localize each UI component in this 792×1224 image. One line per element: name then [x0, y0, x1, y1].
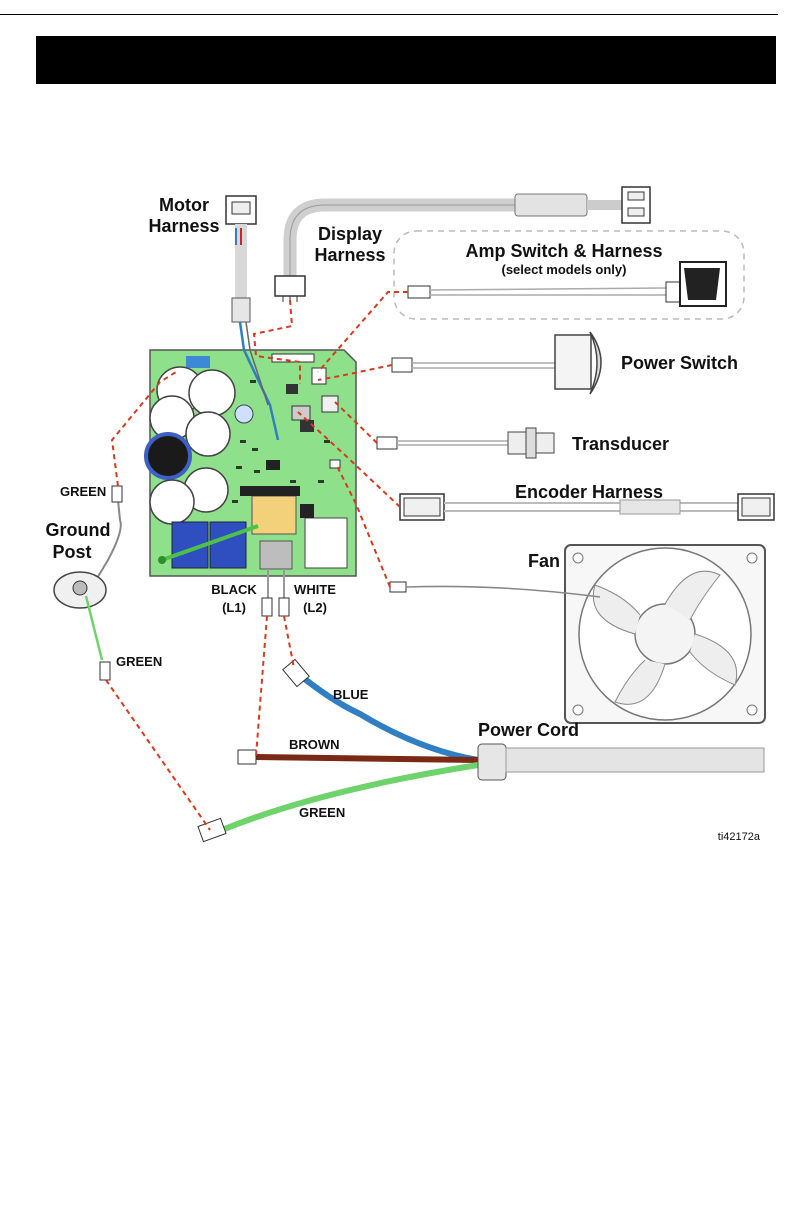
motor-harness — [226, 196, 256, 322]
white-label: WHITE — [294, 582, 336, 597]
figure-id: ti42172a — [718, 831, 761, 843]
encoder-harness-label: Encoder Harness — [515, 482, 663, 502]
display-harness-label-1: Display — [318, 224, 382, 244]
amp-switch-note: (select models only) — [502, 262, 627, 277]
green-cord-label: GREEN — [299, 805, 345, 820]
ground-post-label-2: Post — [52, 542, 91, 562]
ground-post-label-1: Ground — [46, 520, 111, 540]
blue-label: BLUE — [333, 687, 369, 702]
green-ground-top-label: GREEN — [60, 484, 106, 499]
transducer — [377, 428, 554, 458]
power-switch — [392, 332, 601, 394]
black-label: BLACK — [211, 582, 257, 597]
motor-harness-label-1: Motor — [159, 195, 209, 215]
amp-switch-label: Amp Switch & Harness — [465, 241, 662, 261]
fan — [390, 545, 765, 723]
ground-post — [54, 486, 122, 680]
black-sub-label: (L1) — [222, 600, 246, 615]
display-harness-label-2: Harness — [314, 245, 385, 265]
motor-harness-label-2: Harness — [148, 216, 219, 236]
power-cord-label: Power Cord — [478, 720, 579, 740]
transducer-label: Transducer — [572, 434, 669, 454]
white-sub-label: (L2) — [303, 600, 327, 615]
control-board — [146, 322, 356, 616]
power-switch-label: Power Switch — [621, 353, 738, 373]
green-ground-bottom-label: GREEN — [116, 654, 162, 669]
fan-label: Fan — [528, 551, 560, 571]
brown-label: BROWN — [289, 737, 340, 752]
